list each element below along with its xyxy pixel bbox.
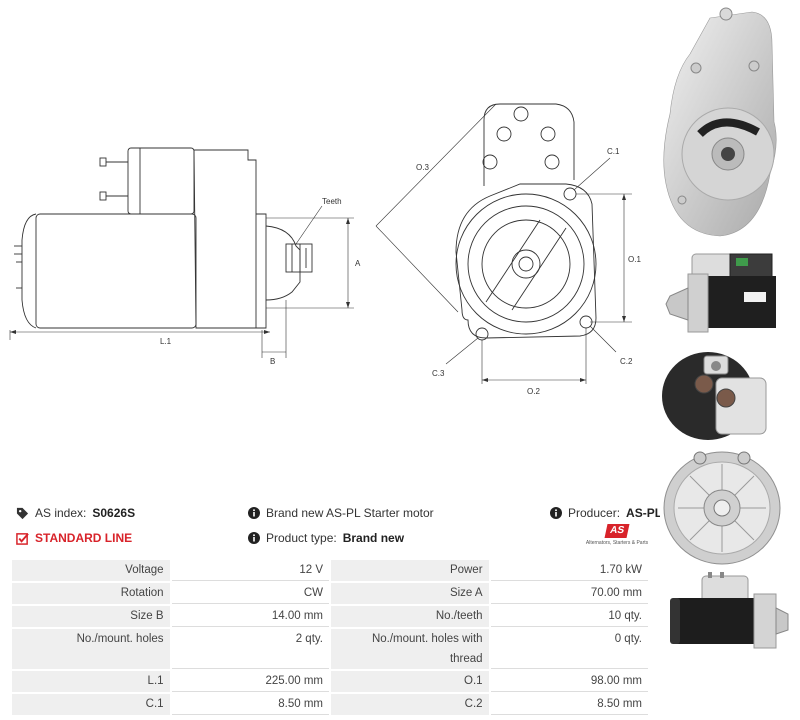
info-icon	[248, 532, 260, 544]
info-icon	[248, 507, 260, 519]
spec-value: 98.00 mm	[490, 671, 648, 692]
product-type-value: Brand new	[342, 531, 405, 545]
table-row: C.1 8.50 mm C.2 8.50 mm	[12, 694, 648, 715]
label-o3: O.3	[416, 163, 429, 172]
spec-value: 0 qty.	[490, 629, 648, 669]
spec-value: 225.00 mm	[171, 671, 329, 692]
spec-value: 1.70 kW	[490, 560, 648, 581]
label-c3: C.3	[432, 369, 445, 378]
specs-table: Voltage 12 V Power 1.70 kW Rotation CW S…	[10, 558, 650, 717]
spec-value: 2 qty.	[171, 629, 329, 669]
table-row: Rotation CW Size A 70.00 mm	[12, 583, 648, 604]
spec-label: Size B	[12, 606, 170, 627]
table-row: Size B 14.00 mm No./teeth 10 qty.	[12, 606, 648, 627]
spec-label: C.1	[12, 694, 170, 715]
product-thumbnail-side[interactable]	[660, 244, 792, 344]
producer: Producer: AS-PL	[550, 506, 662, 520]
spec-value: 12 V	[171, 560, 329, 581]
product-type: Product type: Brand new	[248, 531, 404, 545]
producer-value: AS-PL	[626, 506, 663, 520]
label-b: B	[270, 357, 275, 366]
label-o2: O.2	[527, 387, 540, 396]
tag-icon	[16, 507, 29, 519]
product-thumbnail-full[interactable]	[660, 570, 792, 654]
product-thumbnail-front[interactable]	[660, 4, 792, 240]
logo-tagline: Alternators, Starters & Parts	[585, 540, 649, 546]
producer-label: Producer:	[568, 506, 621, 520]
spec-value: 14.00 mm	[171, 606, 329, 627]
logo-mark: AS	[604, 524, 630, 538]
side-view-drawing: Teeth A B L.1	[0, 140, 370, 380]
table-row: L.1 225.00 mm O.1 98.00 mm	[12, 671, 648, 692]
label-a: A	[355, 259, 361, 268]
check-square-icon	[16, 532, 29, 545]
standard-line-label: STANDARD LINE	[35, 531, 133, 545]
spec-label: No./teeth	[331, 606, 489, 627]
standard-line: STANDARD LINE	[16, 531, 132, 545]
spec-label: O.1	[331, 671, 489, 692]
table-row: No./mount. holes 2 qty. No./mount. holes…	[12, 629, 648, 669]
spec-label: Rotation	[12, 583, 170, 604]
label-l1: L.1	[160, 337, 172, 346]
spec-value: 8.50 mm	[171, 694, 329, 715]
flange-view-drawing: O.3 C.1 O.1 C.2 C.3 O.2	[370, 90, 660, 400]
product-thumbnail-rear[interactable]	[660, 348, 792, 440]
spec-label: No./mount. holes	[12, 629, 170, 669]
label-teeth: Teeth	[322, 197, 342, 206]
spec-label: Power	[331, 560, 489, 581]
spec-label: L.1	[12, 671, 170, 692]
spec-value: 10 qty.	[490, 606, 648, 627]
description: Brand new AS-PL Starter motor	[248, 506, 434, 520]
spec-label: Voltage	[12, 560, 170, 581]
as-index-label: AS index:	[35, 506, 87, 520]
as-pl-logo: AS Alternators, Starters & Parts	[584, 524, 650, 552]
as-index: AS index: S0626S	[16, 506, 135, 520]
spec-value: CW	[171, 583, 329, 604]
label-o1: O.1	[628, 255, 641, 264]
label-c1: C.1	[607, 147, 620, 156]
spec-label: No./mount. holes with thread	[331, 629, 489, 669]
table-row: Voltage 12 V Power 1.70 kW	[12, 560, 648, 581]
spec-value: 70.00 mm	[490, 583, 648, 604]
label-c2: C.2	[620, 357, 633, 366]
product-type-label: Product type:	[266, 531, 337, 545]
info-icon	[550, 507, 562, 519]
product-thumbnail-flange[interactable]	[660, 442, 792, 568]
spec-value: 8.50 mm	[490, 694, 648, 715]
description-text: Brand new AS-PL Starter motor	[266, 506, 434, 520]
as-index-value: S0626S	[92, 506, 136, 520]
spec-label: C.2	[331, 694, 489, 715]
spec-label: Size A	[331, 583, 489, 604]
